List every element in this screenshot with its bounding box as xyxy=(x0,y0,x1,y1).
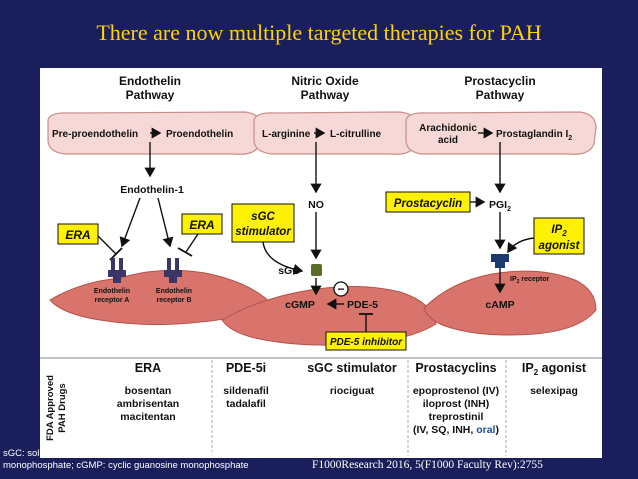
ip2-receptor-label: IP2 receptor xyxy=(510,276,550,285)
era-drug-3: macitentan xyxy=(120,411,175,423)
minus-sign: − xyxy=(337,282,344,296)
arrow-endothelin-to-receptor-b xyxy=(157,197,174,248)
ip2-agonist-box-line2: agonist xyxy=(539,240,581,252)
l-arginine-label: L-arginine xyxy=(262,129,311,140)
pde5i-drug-1: sildenafil xyxy=(223,385,269,397)
table-header-sgc-stimulator: sGC stimulator xyxy=(307,361,397,375)
endothelin-receptor-a-icon xyxy=(108,258,126,283)
smooth-muscle-cell-right xyxy=(423,270,597,336)
arachidonic-acid-label-line1: Arachidonic xyxy=(419,123,477,134)
ip2-agonist-box-line1: IP2 xyxy=(551,224,567,238)
cgmp-label: cGMP xyxy=(285,299,315,311)
nitric-oxide-pathway-heading-line1: Nitric Oxide xyxy=(291,74,359,88)
era-box-left-label: ERA xyxy=(65,228,90,242)
pde5-inhibitor-box-label: PDE-5 inhibitor xyxy=(330,337,403,348)
arrow-sgc-stimulator-to-sgc xyxy=(262,241,304,275)
slide-title: There are now multiple targeted therapie… xyxy=(96,20,542,45)
pathway-diagram: Endothelin Pathway Nitric Oxide Pathway … xyxy=(40,74,602,456)
endothelin-receptor-a-label-line2: receptor A xyxy=(95,297,130,304)
prostacyclin-drug-2: iloprost (INH) xyxy=(423,398,490,410)
minus-circle-icon xyxy=(333,281,349,297)
sgc-drug-1: riociguat xyxy=(330,385,375,397)
prostacyclin-pathway-heading-line2: Pathway xyxy=(476,88,525,102)
table-header-pde5i: PDE-5i xyxy=(226,361,266,375)
pathway-figure-panel: Endothelin Pathway Nitric Oxide Pathway … xyxy=(40,68,602,458)
nitric-oxide-pathway-heading-line2: Pathway xyxy=(301,88,350,102)
prostacyclin-box-label: Prostacyclin xyxy=(394,198,462,210)
l-citrulline-label: L-citrulline xyxy=(330,129,382,140)
era-box-right-label: ERA xyxy=(189,218,214,232)
era-drug-1: bosentan xyxy=(125,385,172,397)
footnote-line-2: monophosphate; cGMP: cyclic guanosine mo… xyxy=(3,460,249,471)
era-drug-2: ambrisentan xyxy=(117,398,179,410)
citation: F1000Research 2016, 5(F1000 Faculty Rev)… xyxy=(312,459,543,471)
ip2-agonist-box xyxy=(533,217,585,255)
pde5i-drug-2: tadalafil xyxy=(226,398,266,410)
fda-approved-label-line2: PAH Drugs xyxy=(57,383,68,432)
endothelin-1-label: Endothelin-1 xyxy=(120,184,184,196)
fda-approved-label-line1: FDA Approved xyxy=(45,375,56,441)
ip2-receptor-icon xyxy=(491,254,509,268)
sgc-enzyme-icon xyxy=(311,264,322,276)
table-header-era: ERA xyxy=(135,361,161,375)
endothelin-receptor-b-label-line2: receptor B xyxy=(156,297,191,304)
endothelin-receptor-a-label-line1: Endothelin xyxy=(94,288,130,295)
pgi2-label: PGI2 xyxy=(489,199,511,213)
prostacyclin-pathway-heading-line1: Prostacyclin xyxy=(464,74,535,88)
proendothelin-label: Proendothelin xyxy=(166,129,233,140)
arrow-endothelin-to-receptor-a xyxy=(119,197,141,248)
endothelin-pathway-heading-line1: Endothelin xyxy=(119,74,181,88)
smooth-muscle-cell-middle xyxy=(221,285,437,346)
footnote-line-1: sGC: soluble guanylate cyclase; cAMP: cy… xyxy=(3,448,242,459)
no-label: NO xyxy=(308,199,324,211)
sgc-label: sGC xyxy=(278,265,300,277)
abbreviations-footnote: sGC: soluble guanylate cyclase; cAMP: cy… xyxy=(3,448,303,472)
endothelin-pathway-heading-line2: Pathway xyxy=(126,88,175,102)
endothelin-receptor-b-icon xyxy=(164,258,182,283)
camp-label: cAMP xyxy=(485,299,514,311)
arachidonic-acid-label-line2: acid xyxy=(438,135,458,146)
endothelin-receptor-b-label-line1: Endothelin xyxy=(156,288,192,295)
era-box-left xyxy=(57,223,99,245)
sgc-stimulator-box-line2: stimulator xyxy=(235,226,291,238)
prostacyclin-drug-1: epoprostenol (IV) xyxy=(413,385,499,397)
arrow-ip2-agonist-to-receptor xyxy=(507,237,535,254)
prostacyclin-routes: (IV, SQ, INH, oral) xyxy=(413,424,499,436)
table-header-ip2-agonist: IP2 agonist xyxy=(522,361,587,377)
pre-proendothelin-label: Pre-proendothelin xyxy=(52,129,138,140)
era-left-inhibit-line xyxy=(97,235,117,255)
ip2-drug-1: selexipag xyxy=(530,385,578,397)
prostacyclin-drug-3: treprostinil xyxy=(429,411,484,423)
prostaglandin-label: Prostaglandin I2 xyxy=(496,129,572,142)
sgc-stimulator-box-line1: sGC xyxy=(251,211,275,223)
era-right-inhibit-bar xyxy=(177,247,193,257)
era-right-inhibit-line xyxy=(185,233,199,253)
era-box-right xyxy=(181,213,223,235)
table-header-prostacyclins: Prostacyclins xyxy=(415,361,496,375)
endothelial-cell-right xyxy=(405,111,597,155)
pde5-label: PDE-5 xyxy=(347,299,378,311)
